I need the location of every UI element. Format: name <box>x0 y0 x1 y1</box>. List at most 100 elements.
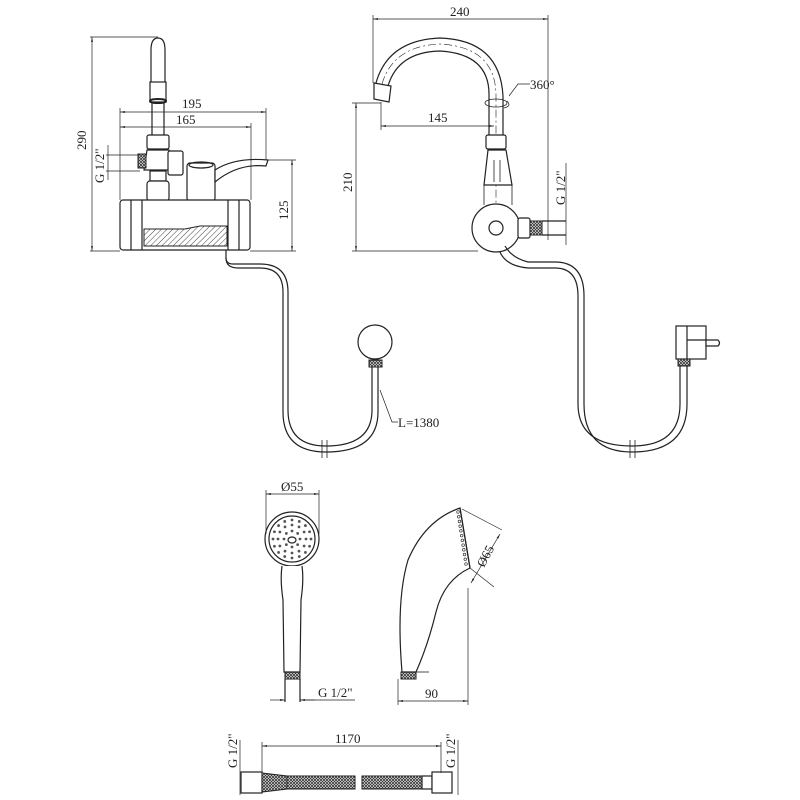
side-spray-hole <box>456 510 460 514</box>
spray-hole <box>297 520 301 523</box>
spray-hole <box>309 537 313 541</box>
rotation-label: 360° <box>530 77 555 92</box>
spray-hole <box>273 544 276 548</box>
spray-hole <box>290 545 294 549</box>
spray-hole <box>308 544 311 548</box>
spray-hole <box>290 529 294 533</box>
spout-nut <box>485 134 507 150</box>
dim-145: 145 <box>380 102 494 130</box>
dim-65: Ø65 <box>461 508 503 588</box>
side-spray-hole <box>457 519 462 524</box>
dim-290: 290 <box>74 36 158 252</box>
valve-body <box>483 149 513 186</box>
cable-right <box>499 245 721 458</box>
front-lever-handle <box>186 158 269 202</box>
spray-hole <box>290 518 294 522</box>
side-spray-hole <box>459 533 464 538</box>
spray-hole <box>296 531 300 535</box>
dim-65-label: Ø65 <box>473 543 497 570</box>
side-spray-hole <box>460 538 465 543</box>
thread-hose-left-label: G 1/2" <box>225 733 240 768</box>
spray-hole <box>282 537 286 541</box>
spray-hole <box>308 530 311 534</box>
thread-nut <box>517 217 531 239</box>
spray-hole <box>283 525 287 529</box>
hand-shower-front <box>264 511 320 702</box>
dim-240: 240 <box>372 4 549 240</box>
spray-hole <box>278 544 282 548</box>
spray-hole <box>278 530 282 534</box>
side-spray-hole <box>464 562 468 566</box>
spray-hole <box>290 523 294 527</box>
thread-shower-label: G 1/2" <box>318 685 353 700</box>
spray-holes <box>271 518 313 560</box>
side-spray-hole <box>457 515 461 519</box>
cable-length-label: L=1380 <box>398 415 439 430</box>
dim-125-label: 125 <box>276 201 291 221</box>
spray-hole <box>297 525 301 529</box>
side-spray-hole <box>458 524 462 528</box>
power-plug <box>675 325 721 360</box>
dim-1170-label: 1170 <box>335 731 361 746</box>
spray-hole <box>283 520 287 523</box>
dim-125: 125 <box>250 159 296 252</box>
dim-145-label: 145 <box>428 110 448 125</box>
dim-55-label: Ø55 <box>281 479 303 494</box>
dim-90-label: 90 <box>425 686 438 701</box>
spray-hole <box>283 555 287 558</box>
thread-side-label: G 1/2" <box>553 170 568 205</box>
gooseneck-spout <box>373 37 510 240</box>
front-view: 290 195 165 G 1/2" 125 <box>74 36 296 265</box>
dim-1170: 1170 <box>261 731 442 773</box>
spray-hole <box>296 543 300 547</box>
dim-165: 165 <box>120 112 252 200</box>
spray-hole <box>297 549 301 553</box>
dim-195-label: 195 <box>182 96 202 111</box>
side-spray-hole <box>459 529 463 533</box>
side-spray-hole <box>461 543 465 547</box>
dim-290-label: 290 <box>74 131 89 151</box>
dim-90: 90 <box>397 588 469 705</box>
side-spray-hole <box>463 557 467 561</box>
front-heater-body <box>119 199 251 251</box>
spray-hole <box>290 556 294 560</box>
spray-hole <box>271 537 275 541</box>
dim-thread-hose-left: G 1/2" <box>225 733 241 795</box>
dim-195: 195 <box>119 96 267 200</box>
spray-hole <box>304 537 308 541</box>
thread-front-label: G 1/2" <box>92 148 107 183</box>
side-spray-holes <box>456 510 468 566</box>
cable-ball <box>357 324 393 360</box>
dim-210-label: 210 <box>340 173 355 193</box>
spray-hole <box>302 530 306 534</box>
cable-left: L=1380 <box>225 257 439 458</box>
spray-hole <box>283 549 287 553</box>
side-spray-hole <box>462 552 467 557</box>
dim-240-label: 240 <box>450 4 470 19</box>
dim-165-label: 165 <box>176 112 196 127</box>
front-spout <box>137 37 184 202</box>
spray-hole <box>304 524 307 527</box>
spray-hole <box>284 543 288 547</box>
spray-hole <box>297 555 301 558</box>
spray-hole <box>276 537 280 541</box>
spray-hole <box>277 524 280 527</box>
dim-thread-side: G 1/2" <box>553 163 568 245</box>
side-view: 240 360° 145 210 G 1/2" <box>340 4 568 253</box>
spray-hole <box>302 544 306 548</box>
thread-hose-right-label: G 1/2" <box>443 733 458 768</box>
spray-hole <box>298 537 302 541</box>
spray-hole <box>304 551 307 554</box>
dim-thread-shower: G 1/2" <box>270 685 355 701</box>
spray-hole <box>290 551 294 555</box>
shower-hose <box>240 771 453 794</box>
side-spray-hole <box>462 548 466 552</box>
spray-hole <box>273 530 276 534</box>
spray-hole <box>277 551 280 554</box>
spray-hole <box>284 531 288 535</box>
dim-55: Ø55 <box>265 479 320 534</box>
dim-thread-front: G 1/2" <box>92 145 140 183</box>
dim-thread-hose-right: G 1/2" <box>443 733 459 795</box>
dim-210: 210 <box>340 102 478 252</box>
